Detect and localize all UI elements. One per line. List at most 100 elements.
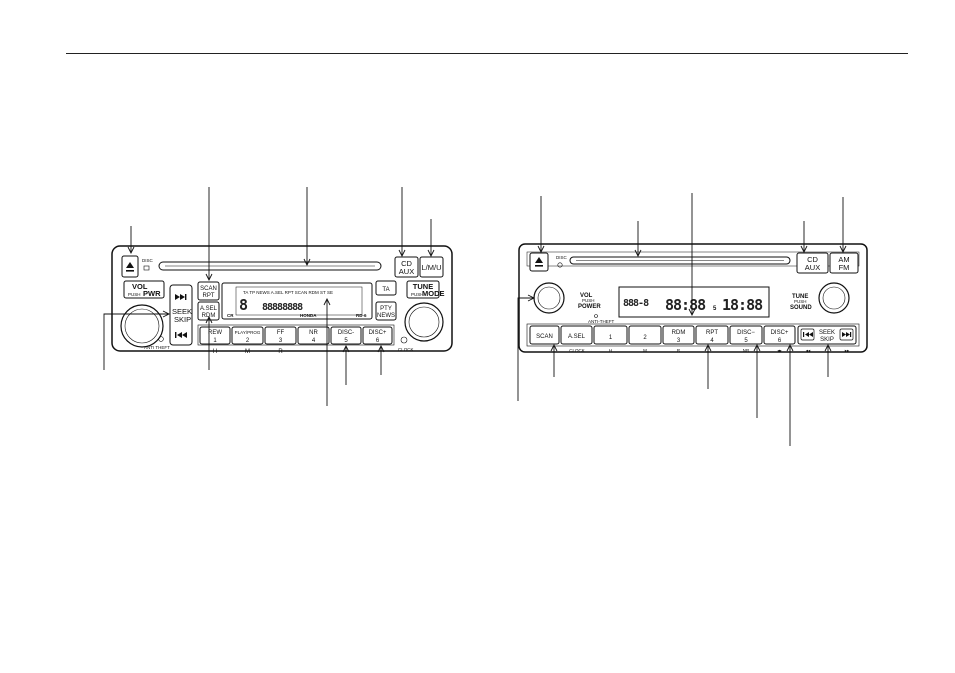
display-digits: 88888888 [262,302,303,313]
preset-button-2-5[interactable]: DISC− 5 NR [729,325,763,353]
preset-button-2-3[interactable]: RDM 3 R [662,325,695,353]
scan-label: SCAN [200,286,217,292]
sound-label: SOUND [790,305,812,311]
aux-label-2: AUX [805,263,820,272]
preset-2-3-number: 3 [677,338,681,344]
tune-knob-2[interactable] [818,282,850,314]
preset-2-2-below: M [643,348,647,353]
volume-knob-2[interactable] [533,282,565,314]
preset-button-4[interactable]: NR 4 [297,326,330,345]
power-label: POWER [578,304,601,310]
preset-button-2[interactable]: PLAY/PROG 2 M [231,326,264,355]
preset-button-2-4[interactable]: RPT 4 [695,325,729,345]
radio-unit-right: DISC CD AUX AM FM VOL PUSH POWER ANTI-TH… [517,193,868,446]
disc-indicator [143,265,150,271]
cd-aux-button[interactable] [394,256,419,278]
preset-2-top: PLAY/PROG [235,330,261,335]
disc-label: DISC [142,258,154,263]
fm-label: FM [839,263,850,272]
tune-mode-box [406,280,440,299]
push-label: PUSH [128,292,141,297]
asel-rdm-button[interactable] [197,301,220,321]
anti-theft-led-2 [594,314,598,318]
rpt-label: RPT [203,293,215,299]
ta-button[interactable] [375,280,397,296]
ta-label: TA [382,287,389,293]
preset-2-6-below: ◂▸ [777,348,782,353]
band-button[interactable] [419,256,444,278]
pty-news-button[interactable] [375,301,397,321]
disc-indicator-2 [557,262,563,268]
preset-2-6-number: 6 [778,338,782,344]
preset-1-below: H [213,349,217,355]
band-label: L/M/U [421,263,441,272]
preset-2-3-top: RDM [672,330,686,336]
clock-label-2: CLOCK [569,348,585,353]
asel-button-2[interactable]: A.SEL [560,325,593,345]
skip-forward-icon [175,294,187,300]
callouts-left [103,187,435,406]
eject-icon [535,257,543,267]
display-mid: 88:88 [665,296,706,314]
preset-2-1-number: 1 [609,335,613,341]
display-left: 888-8 [623,298,649,309]
anti-theft-label-2: ANTI-THEFT [588,319,614,324]
preset-6-number: 6 [376,338,380,344]
clock-button[interactable] [400,336,408,344]
rdm-label: RDM [202,313,216,319]
tune-push-label-2: PUSH [794,299,807,304]
preset-1-number: 1 [213,338,217,344]
preset-2-6-top: DISC+ [771,330,789,336]
preset-button-3[interactable]: FF 3 R [264,326,297,355]
tune-knob[interactable] [404,302,444,342]
skip-label-2: SKIP [820,337,834,343]
brand-logo: HONDA [300,313,317,318]
preset-button-6[interactable]: DISC+ 6 [362,326,393,345]
skip-label: SKIP [174,315,191,324]
scan-rpt-button[interactable] [197,281,220,301]
preset-2-1-below: H [609,348,612,353]
cd-label-2: CD [807,255,818,264]
display-num: 5 [713,306,717,312]
preset-6-top: DISC+ [369,330,387,336]
push-label-2: PUSH [582,298,595,303]
clock-label: CLOCK [398,347,414,352]
eject-icon [126,262,134,272]
volume-knob[interactable] [120,304,164,348]
preset-4-number: 4 [312,338,316,344]
callouts-right [517,193,847,446]
mode-label: MODE [422,289,445,298]
preset-button-5[interactable]: DISC- 5 [330,326,362,345]
scan-button-2[interactable]: SCAN CLOCK [529,325,585,353]
cr-mark: CR [227,313,234,318]
news-label: NEWS [377,313,395,319]
vol-label-2: VOL [580,293,593,299]
seek-forward-hint: ▸▸ [845,348,850,353]
seek-skip-rocker-2[interactable] [797,325,857,345]
cd-aux-button-2[interactable] [796,252,829,274]
preset-5-top: DISC- [338,330,354,336]
display-digit: 8 [239,296,248,314]
skip-forward-icon [842,332,852,337]
am-fm-button[interactable] [829,252,859,274]
seek-skip-rocker[interactable] [169,284,193,346]
lcd-display [221,282,373,320]
tune-label: TUNE [413,282,433,291]
preset-2-5-below: NR [743,348,750,353]
preset-1-top: REW [208,330,222,336]
display-indicators: TA TP NEWS A.SEL RPT SCAN RDM ST SE [243,290,333,295]
preset-2-4-top: RPT [706,330,718,336]
preset-5-number: 5 [344,338,348,344]
model-label: RD-6 [356,313,367,318]
skip-back-icon [803,332,813,337]
preset-2-3-below: R [677,348,681,353]
preset-button-2-2[interactable]: 2 M [628,325,662,353]
radio-unit-left: DISC CD AUX L/M/U VOL PUSH PWR ANTI THEF… [103,187,453,406]
preset-button-2-6[interactable]: DISC+ 6 ◂▸ [763,325,796,353]
aux-label: AUX [399,267,414,276]
preset-button-2-1[interactable]: 1 H [593,325,628,353]
preset-button-1[interactable]: REW 1 H [199,326,231,355]
cd-label: CD [401,259,412,268]
